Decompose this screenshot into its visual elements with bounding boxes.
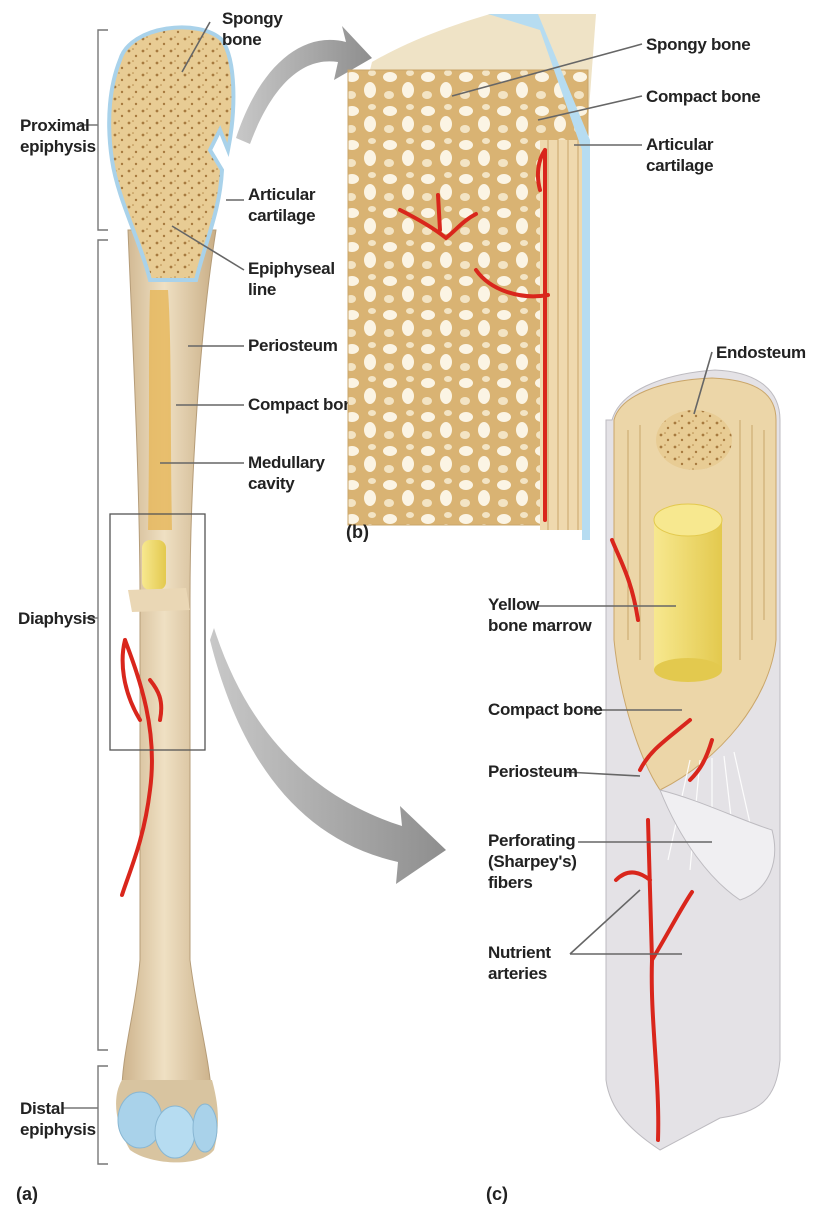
panel-label-b: (b) — [346, 522, 369, 542]
label-b-spongy-bone: Spongy bone — [646, 35, 750, 54]
diaphysis-section — [606, 370, 780, 1150]
c-medullary-top — [656, 410, 732, 470]
label-c-yellow-bone-marrow: Yellow bone marrow — [488, 595, 593, 635]
label-c-perforating-fibers: Perforating (Sharpey's) fibers — [488, 831, 581, 892]
label-a-articular-cartilage: Articular cartilage — [248, 185, 320, 225]
label-a-medullary-cavity: Medullary cavity — [248, 453, 329, 493]
proximal-epiphysis-head — [109, 27, 233, 280]
diaphysis-bracket — [98, 240, 108, 1050]
label-c-endosteum: Endosteum — [716, 343, 806, 362]
medullary-cavity — [148, 290, 172, 530]
label-b-articular-cartilage: Articular cartilage — [646, 135, 718, 175]
label-a-epiphyseal-line: Epiphyseal line — [248, 259, 339, 299]
label-distal-epiphysis: Distal epiphysis — [20, 1099, 96, 1139]
arrow-to-panel-c — [210, 628, 446, 884]
label-c-periosteum: Periosteum — [488, 762, 578, 781]
label-diaphysis: Diaphysis — [18, 609, 96, 628]
long-bone-illustration — [109, 27, 233, 1162]
label-a-spongy-bone: Spongy bone — [222, 9, 287, 49]
label-a-periosteum: Periosteum — [248, 336, 338, 355]
label-c-nutrient-arteries: Nutrient arteries — [488, 943, 555, 983]
c-yellow-marrow — [654, 504, 722, 682]
label-proximal-epiphysis: Proximal epiphysis — [20, 116, 96, 156]
label-a-compact-bone: Compact bone — [248, 395, 362, 414]
label-c-compact-bone: Compact bone — [488, 700, 602, 719]
label-b-compact-bone: Compact bone — [646, 87, 760, 106]
spongy-bone-block — [348, 14, 596, 540]
yellow-marrow-plug — [142, 540, 166, 590]
proximal-bracket — [98, 30, 108, 230]
region-brackets — [62, 30, 108, 1164]
panel-label-c: (c) — [486, 1184, 508, 1204]
panel-label-a: (a) — [16, 1184, 38, 1204]
shaft-cut-surface — [128, 588, 190, 612]
distal-bracket — [98, 1066, 108, 1164]
